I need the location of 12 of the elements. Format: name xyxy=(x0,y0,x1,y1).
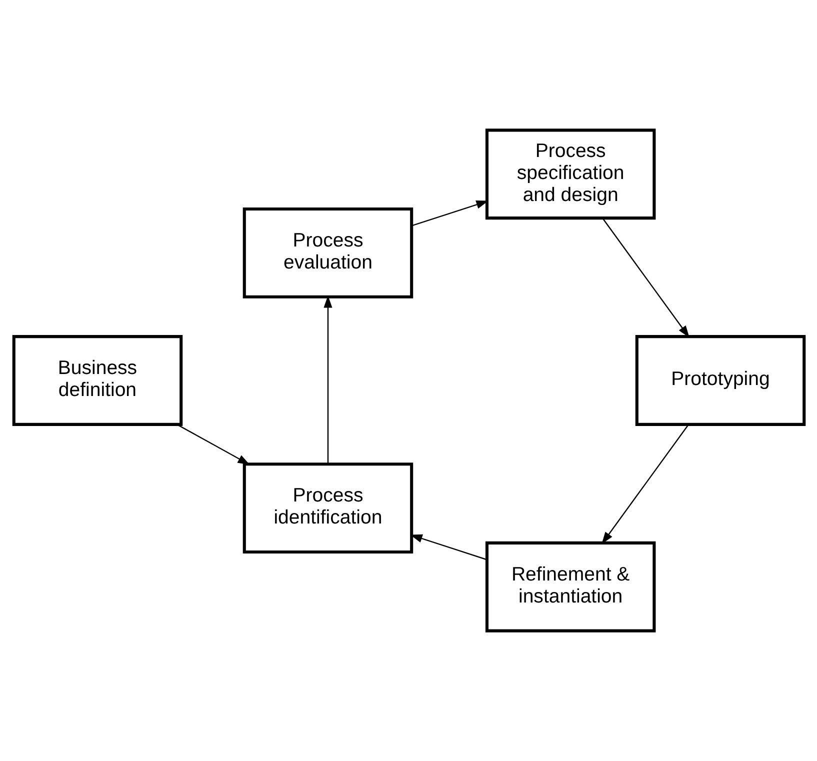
arrow xyxy=(176,424,250,465)
arrow xyxy=(602,218,689,338)
node-box: Prototyping xyxy=(634,335,806,426)
arrow xyxy=(601,424,688,544)
node-box: Process specification and design xyxy=(484,128,656,220)
node-box: Process identification xyxy=(242,462,413,554)
node-box: Refinement & instantiation xyxy=(484,541,656,632)
arrow xyxy=(410,534,486,560)
node-box: Process evaluation xyxy=(242,208,413,298)
arrow xyxy=(411,200,488,226)
node-box: Business definition xyxy=(12,335,182,426)
arrow xyxy=(323,295,332,464)
